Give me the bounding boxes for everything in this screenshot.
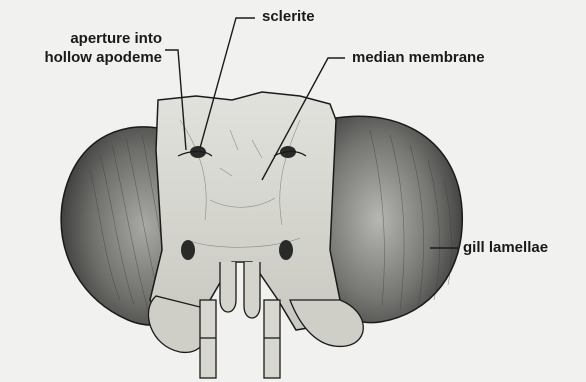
label-sclerite: sclerite	[262, 8, 315, 26]
lower-appendages	[200, 300, 280, 378]
right-gill-lamellae	[322, 116, 462, 322]
label-aperture-line2: hollow apodeme	[2, 49, 162, 67]
label-aperture-line1: aperture into	[2, 30, 162, 48]
label-gill-lamellae: gill lamellae	[463, 239, 548, 257]
central-lobes	[220, 262, 260, 318]
label-median-membrane: median membrane	[352, 49, 485, 67]
